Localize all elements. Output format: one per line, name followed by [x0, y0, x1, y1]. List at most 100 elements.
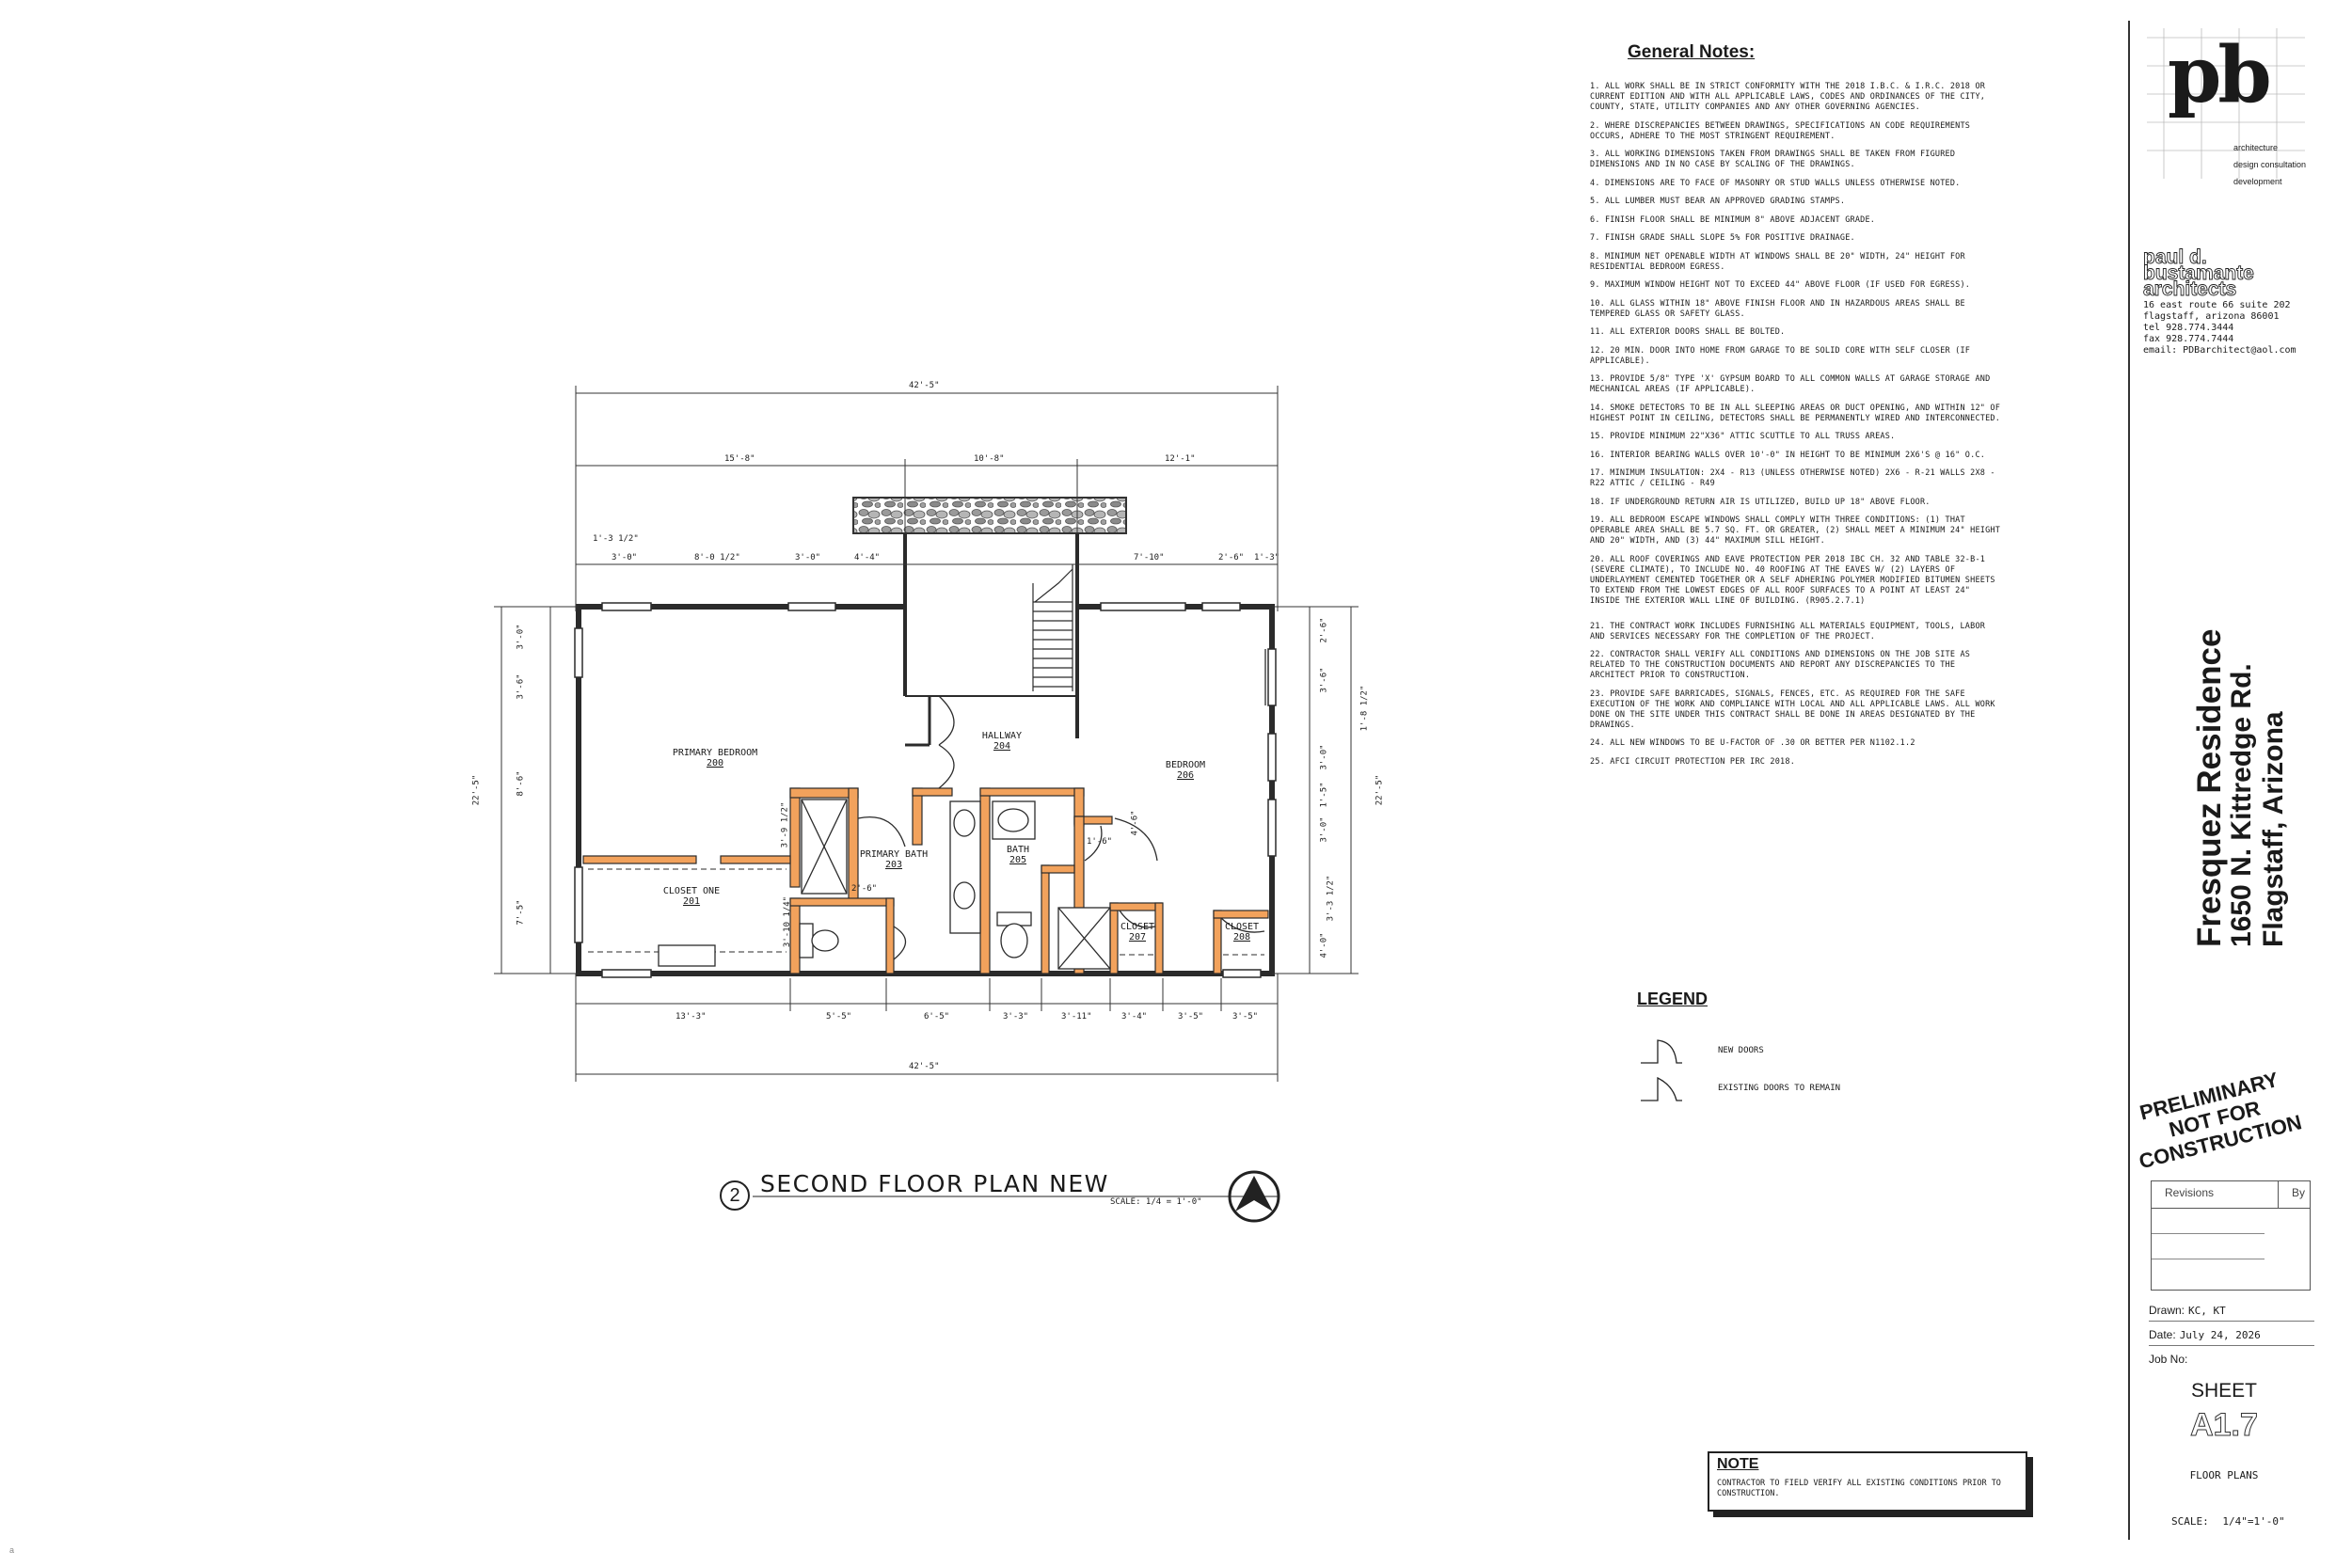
- revision-row: [2152, 1234, 2265, 1259]
- dimension-bottom: 6'-5": [924, 1012, 950, 1022]
- note-box: NOTE CONTRACTOR TO FIELD VERIFY ALL EXIS…: [1708, 1451, 2027, 1512]
- dimension-top: 1'-3": [1254, 553, 1280, 562]
- note-box-title: NOTE: [1717, 1456, 1759, 1472]
- project-address: 1650 N. Kittredge Rd.: [2226, 663, 2257, 947]
- dimension-top: 2'-6": [1218, 553, 1245, 562]
- note-item: 21. THE CONTRACT WORK INCLUDES FURNISHIN…: [1590, 621, 1986, 641]
- note-item: 22. CONTRACTOR SHALL VERIFY ALL CONDITIO…: [1590, 650, 1971, 680]
- dimension-right: 3'-3 1/2": [1326, 875, 1336, 922]
- note-item: 6. FINISH FLOOR SHALL BE MINIMUM 8" ABOV…: [1590, 214, 1876, 225]
- plan-scale: SCALE: 1/4 = 1'-0": [1110, 1197, 1202, 1207]
- note-item: 15. PROVIDE MINIMUM 22"x36" ATTIC SCUTTL…: [1590, 432, 1896, 441]
- general-notes-list: 1. ALL WORK SHALL BE IN STRICT CONFORMIT…: [1590, 82, 2004, 768]
- address-line: fax 928.774.7444: [2143, 334, 2234, 344]
- dimension-right: 3'-0": [1319, 744, 1329, 770]
- new-door-icon: [1641, 1039, 1682, 1064]
- door-swings: [857, 649, 1266, 960]
- revision-row: [2152, 1259, 2265, 1284]
- dimension-right: 4'-0": [1319, 932, 1329, 958]
- job-label: Job No:: [2149, 1353, 2188, 1366]
- bath-fixtures: [658, 799, 1111, 970]
- date-value: July 24, 2026: [2179, 1329, 2261, 1341]
- dimension-lines: [494, 386, 1359, 1082]
- plan-title: SECOND FLOOR PLAN NEW: [760, 1170, 1109, 1197]
- dimension-top: 4'-4": [854, 553, 881, 562]
- dimension-overall-right: 22'-5": [1375, 774, 1385, 806]
- note-item: 1. ALL WORK SHALL BE IN STRICT CONFORMIT…: [1590, 82, 1986, 112]
- dimension-right: 3'-0": [1319, 816, 1329, 843]
- note-item: 4. DIMENSIONS ARE TO FACE OF MASONRY OR …: [1590, 178, 1961, 188]
- dimension-bottom: 3'-3": [1003, 1012, 1029, 1022]
- note-box-body: CONTRACTOR TO FIELD VERIFY ALL EXISTING …: [1717, 1479, 2001, 1498]
- firm-address: 16 east route 66 suite 202 flagstaff, ar…: [2143, 300, 2296, 356]
- revisions-table: Revisions By: [2151, 1180, 2311, 1291]
- dimension-top: 3'-0": [795, 553, 821, 562]
- job-number: Job No:: [2149, 1349, 2314, 1370]
- dimension-bottom: 3'-5": [1178, 1012, 1204, 1022]
- revision-row: [2152, 1209, 2265, 1234]
- dimension-overall-bottom: 42'-5": [909, 1062, 940, 1071]
- dimension-bottom: 5'-5": [826, 1012, 852, 1022]
- note-item: 2. WHERE DISCREPANCIES BETWEEN DRAWINGS,…: [1590, 120, 1971, 141]
- drawn-by: Drawn:KC, KT: [2149, 1300, 2314, 1322]
- legend-label: EXISTING DOORS TO REMAIN: [1718, 1084, 1841, 1093]
- preliminary-stamp: PRELIMINARY NOT FOR CONSTRUCTION: [2106, 1060, 2324, 1179]
- dimension-bottom: 3'-4": [1121, 1012, 1148, 1022]
- note-item: 8. MINIMUM NET OPENABLE WIDTH AT WINDOWS…: [1590, 251, 1965, 272]
- dimension-bottom: 13'-3": [675, 1012, 707, 1022]
- note-item: 3. ALL WORKING DIMENSIONS TAKEN FROM DRA…: [1590, 150, 1956, 169]
- dimension-overall-left: 22'-5": [471, 774, 482, 806]
- note-item: 9. MAXIMUM WINDOW HEIGHT NOT TO EXCEED 4…: [1590, 280, 1971, 290]
- note-item: 25. AFCI CIRCUIT PROTECTION PER IRC 2018…: [1590, 756, 1796, 767]
- legend-row-existing-doors: EXISTING DOORS TO REMAIN: [1637, 1069, 1976, 1107]
- logo-service: development: [2233, 177, 2282, 186]
- dimension-interior: 1'-6": [1087, 837, 1113, 847]
- dimension-right: 3'-6": [1319, 667, 1329, 693]
- project-info: Fresquez Residence 1650 N. Kittredge Rd.…: [2191, 627, 2290, 947]
- dimension-left: 7'-5": [516, 899, 526, 926]
- note-item: 13. PROVIDE 5/8" TYPE 'X' GYPSUM BOARD T…: [1590, 374, 1991, 394]
- dimension-right: 2'-6": [1319, 617, 1329, 643]
- corner-mark: a: [9, 1545, 15, 1555]
- dimension-top: 7'-10": [1134, 553, 1165, 562]
- note-item: 16. INTERIOR BEARING WALLS OVER 10'-0" I…: [1590, 450, 1986, 460]
- address-line: tel 928.774.3444: [2143, 323, 2234, 333]
- note-item: 11. ALL EXTERIOR DOORS SHALL BE BOLTED.: [1590, 327, 1786, 337]
- legend-title: LEGEND: [1637, 990, 1708, 1008]
- plan-number-badge: 2: [720, 1180, 750, 1211]
- dimension-interior: 3'-9 1/2": [780, 801, 790, 848]
- general-notes: General Notes: 1. ALL WORK SHALL BE IN S…: [1590, 42, 2004, 775]
- legend-label: NEW DOORS: [1718, 1046, 1764, 1055]
- note-item: 5. ALL LUMBER MUST BEAR AN APPROVED GRAD…: [1590, 197, 1846, 206]
- note-item: 10. ALL GLASS WITHIN 18" ABOVE FINISH FL…: [1590, 298, 1965, 319]
- firm-name-line: architects: [2143, 278, 2237, 300]
- general-notes-title: General Notes:: [1628, 42, 1756, 62]
- dimension-interior: 3'-10 1/4": [783, 895, 793, 948]
- address-line: email: PDBarchitect@aol.com: [2143, 345, 2296, 356]
- logo-service: design consultation: [2233, 160, 2307, 169]
- dimension-top: 15'-8": [724, 454, 755, 464]
- by-label: By: [2292, 1186, 2306, 1199]
- revisions-header: Revisions By: [2152, 1181, 2310, 1209]
- dimension-top: 8'-0 1/2": [694, 553, 740, 562]
- sheet-number: A1.7: [2190, 1407, 2259, 1444]
- date-label: Date:: [2149, 1328, 2176, 1341]
- address-line: flagstaff, arizona 86001: [2143, 311, 2280, 322]
- dimension-top: 12'-1": [1165, 454, 1196, 464]
- dimension-top: 1'-3 1/2": [593, 534, 639, 544]
- legend: LEGEND NEW DOORS EXISTING DOORS TO REMAI…: [1637, 990, 1976, 1107]
- note-item: 17. MINIMUM INSULATION: 2x4 - R13 (UNLES…: [1590, 468, 1995, 488]
- dimension-right: 1'-8 1/2": [1359, 685, 1370, 732]
- sheet-scale: SCALE: 1/4"=1'-0": [2171, 1515, 2285, 1528]
- existing-door-icon: [1641, 1076, 1682, 1101]
- dimension-left: 3'-0": [516, 624, 526, 650]
- address-line: 16 east route 66 suite 202: [2143, 300, 2291, 310]
- drawn-value: KC, KT: [2188, 1305, 2226, 1317]
